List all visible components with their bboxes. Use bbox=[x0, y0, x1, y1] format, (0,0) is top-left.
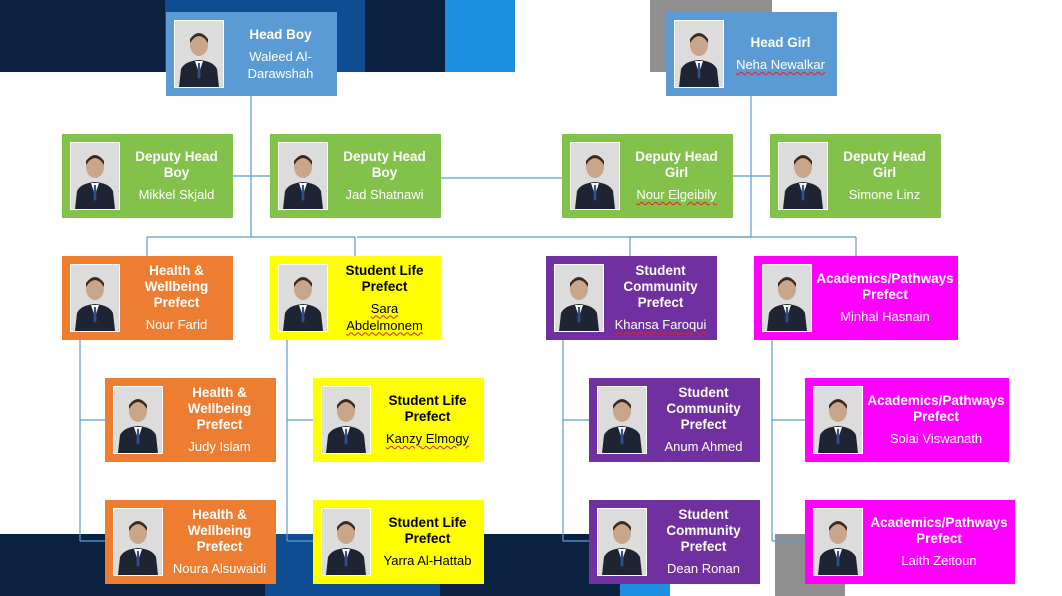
portrait-silhouette bbox=[322, 509, 370, 575]
role-label: Academics/Pathways Prefect bbox=[816, 271, 954, 302]
academics-pathways-prefect-card: Academics/Pathways Prefect Laith Zeitoun bbox=[805, 500, 1015, 584]
portrait-silhouette bbox=[598, 387, 646, 453]
student-photo bbox=[174, 20, 224, 88]
role-label: Student Life Prefect bbox=[388, 393, 467, 424]
student-life-prefect-card: Student Life Prefect Yarra Al-Hattab bbox=[313, 500, 484, 584]
portrait-silhouette bbox=[114, 387, 162, 453]
role-label: Health & Wellbeing Prefect bbox=[144, 263, 209, 310]
student-name: Neha Newalkar bbox=[736, 57, 825, 72]
student-community-prefect-card: Student Community Prefect Dean Ronan bbox=[589, 500, 760, 584]
student-photo bbox=[554, 264, 604, 332]
portrait-silhouette bbox=[779, 143, 827, 209]
student-name: Dean Ronan bbox=[667, 561, 740, 576]
student-community-prefect-card: Student Community Prefect Anum Ahmed bbox=[589, 378, 760, 462]
portrait-silhouette bbox=[598, 509, 646, 575]
background-block-navy-2 bbox=[365, 0, 445, 72]
health-wellbeing-prefect-card: Health & Wellbeing Prefect Nour Farid bbox=[62, 256, 233, 340]
student-name: Jad Shatnawi bbox=[345, 187, 424, 202]
background-block-sky bbox=[445, 0, 515, 72]
portrait-silhouette bbox=[175, 21, 223, 87]
student-photo bbox=[70, 142, 120, 210]
student-name: Waleed Al-Darawshah bbox=[247, 48, 314, 81]
portrait-silhouette bbox=[71, 265, 119, 331]
portrait-silhouette bbox=[675, 21, 723, 87]
student-photo bbox=[321, 508, 371, 576]
portrait-silhouette bbox=[814, 387, 862, 453]
academics-pathways-prefect-card: Academics/Pathways Prefect Solai Viswana… bbox=[805, 378, 1009, 462]
portrait-silhouette bbox=[71, 143, 119, 209]
portrait-silhouette bbox=[763, 265, 811, 331]
portrait-silhouette bbox=[279, 265, 327, 331]
student-name: Nour Elgeibily bbox=[636, 187, 717, 202]
student-name: Minhal Hasnain bbox=[840, 309, 930, 324]
role-label: Academics/Pathways Prefect bbox=[867, 393, 1005, 424]
student-name: Nour Farid bbox=[145, 317, 208, 332]
deputy-head-girl-card-1: Deputy Head Girl Nour Elgeibily bbox=[562, 134, 733, 218]
portrait-silhouette bbox=[279, 143, 327, 209]
portrait-silhouette bbox=[322, 387, 370, 453]
student-photo bbox=[70, 264, 120, 332]
student-name: Noura Alsuwaidi bbox=[172, 561, 267, 576]
head-boy-card: Head Boy Waleed Al-Darawshah bbox=[166, 12, 337, 96]
role-label: Head Boy bbox=[249, 26, 312, 42]
student-photo bbox=[762, 264, 812, 332]
student-photo bbox=[278, 142, 328, 210]
role-label: Student Community Prefect bbox=[666, 507, 741, 554]
student-photo bbox=[778, 142, 828, 210]
student-name: Yarra Al-Hattab bbox=[383, 553, 472, 568]
role-label: Deputy Head Girl bbox=[843, 149, 926, 180]
student-life-prefect-card: Student Life Prefect Sara Abdelmonem bbox=[270, 256, 441, 340]
student-photo bbox=[813, 508, 863, 576]
role-label: Head Girl bbox=[750, 35, 811, 50]
deputy-head-boy-card-1: Deputy Head Boy Mikkel Skjald bbox=[62, 134, 233, 218]
student-name: Solai Viswanath bbox=[889, 431, 983, 446]
student-photo bbox=[597, 508, 647, 576]
role-label: Health & Wellbeing Prefect bbox=[187, 507, 252, 554]
health-wellbeing-prefect-card: Health & Wellbeing Prefect Noura Alsuwai… bbox=[105, 500, 276, 584]
role-label: Student Life Prefect bbox=[388, 515, 467, 546]
student-name: Kanzy Elmogy bbox=[385, 431, 470, 446]
student-photo bbox=[113, 508, 163, 576]
background-block-navy bbox=[0, 0, 165, 72]
background-block-grey-top-2 bbox=[672, 0, 772, 12]
student-photo bbox=[113, 386, 163, 454]
student-name: Mikkel Skjald bbox=[138, 187, 215, 202]
student-photo bbox=[278, 264, 328, 332]
portrait-silhouette bbox=[555, 265, 603, 331]
role-label: Deputy Head Boy bbox=[343, 149, 426, 180]
deputy-head-girl-card-2: Deputy Head Girl Simone Linz bbox=[770, 134, 941, 218]
portrait-silhouette bbox=[114, 509, 162, 575]
portrait-silhouette bbox=[814, 509, 862, 575]
student-life-prefect-card: Student Life Prefect Kanzy Elmogy bbox=[313, 378, 484, 462]
student-name: Anum Ahmed bbox=[664, 439, 743, 454]
role-label: Academics/Pathways Prefect bbox=[870, 515, 1008, 546]
student-photo bbox=[321, 386, 371, 454]
role-label: Deputy Head Boy bbox=[135, 149, 218, 180]
student-photo bbox=[570, 142, 620, 210]
student-photo bbox=[597, 386, 647, 454]
deputy-head-boy-card-2: Deputy Head Boy Jad Shatnawi bbox=[270, 134, 441, 218]
student-name: Laith Zeitoun bbox=[901, 553, 977, 568]
role-label: Student Community Prefect bbox=[666, 385, 741, 432]
health-wellbeing-prefect-card: Health & Wellbeing Prefect Judy Islam bbox=[105, 378, 276, 462]
head-girl-card: Head Girl Neha Newalkar bbox=[666, 12, 837, 96]
role-label: Deputy Head Girl bbox=[635, 149, 718, 180]
student-name: Khansa Faroqui bbox=[614, 317, 707, 332]
student-name: Simone Linz bbox=[848, 187, 921, 202]
role-label: Health & Wellbeing Prefect bbox=[187, 385, 252, 432]
student-photo bbox=[813, 386, 863, 454]
student-name: Sara Abdelmonem bbox=[346, 300, 423, 333]
academics-pathways-prefect-card: Academics/Pathways Prefect Minhal Hasnai… bbox=[754, 256, 958, 340]
student-name: Judy Islam bbox=[188, 439, 251, 454]
student-community-prefect-card: Student Community Prefect Khansa Faroqui bbox=[546, 256, 717, 340]
student-photo bbox=[674, 20, 724, 88]
role-label: Student Community Prefect bbox=[623, 263, 698, 310]
role-label: Student Life Prefect bbox=[345, 262, 424, 294]
portrait-silhouette bbox=[571, 143, 619, 209]
